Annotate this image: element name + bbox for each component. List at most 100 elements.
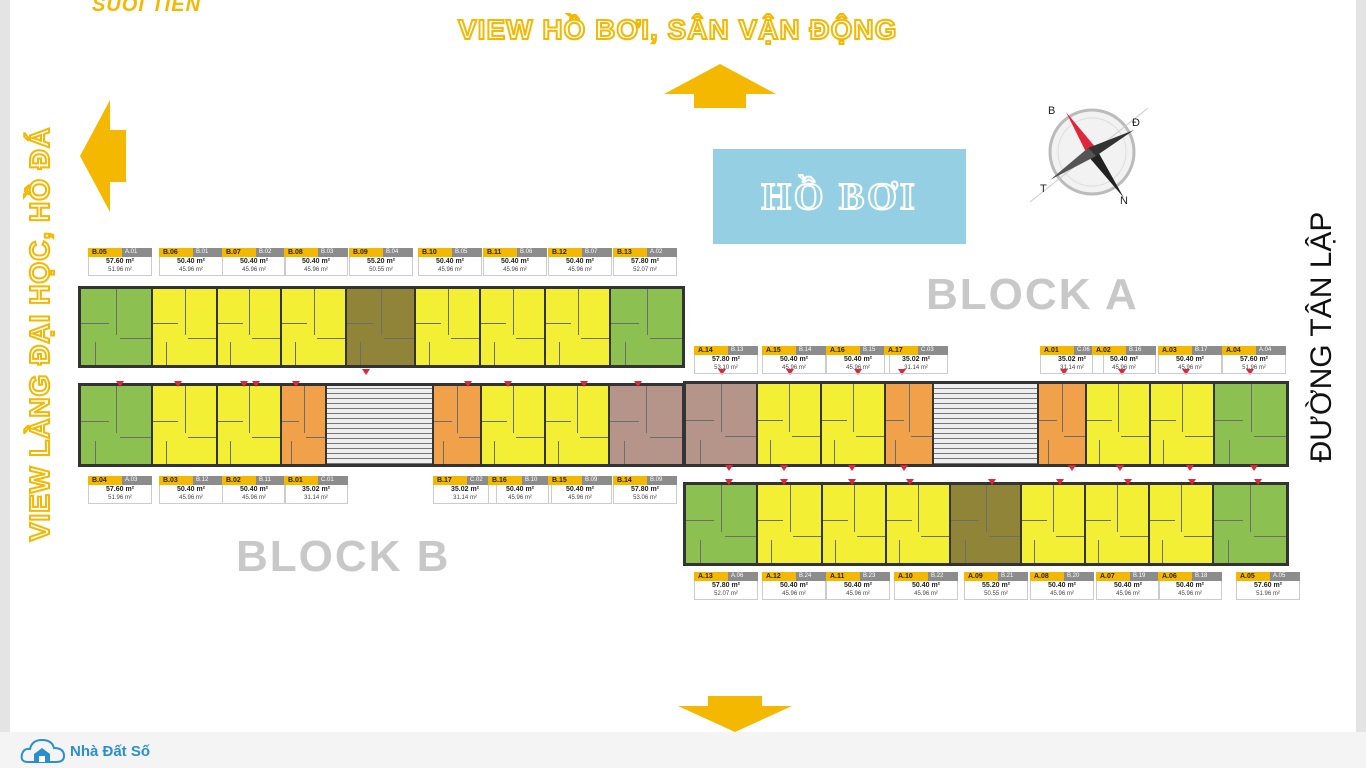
interior-wall (95, 440, 96, 464)
unit-type-code: B.04 (383, 248, 413, 257)
interior-wall (650, 338, 682, 340)
interior-wall (887, 520, 912, 522)
door-marker-icon (464, 381, 472, 387)
unit-block-b-mid-5 (433, 385, 481, 465)
door-marker-icon (1246, 369, 1254, 375)
interior-wall (985, 485, 987, 532)
unit-block-b-top-9 (610, 288, 683, 366)
unit-net-area: 45.96 m² (1030, 590, 1094, 600)
interior-wall (624, 440, 626, 464)
interior-wall (610, 421, 639, 423)
unit-net-area: 45.96 m² (826, 590, 890, 600)
pool-label: HỒ BƠI (760, 175, 918, 219)
interior-wall (792, 436, 820, 437)
interior-wall (249, 386, 250, 433)
unit-block-a-mid-2 (757, 383, 821, 465)
interior-wall (789, 384, 790, 432)
unit-area: 50.40 m² (483, 257, 547, 266)
unit-area: 57.60 m² (1236, 581, 1300, 590)
interior-wall (1120, 535, 1148, 537)
unit-type-code: B.09 (647, 476, 677, 485)
interior-wall (580, 436, 608, 438)
interior-wall (686, 520, 714, 522)
door-marker-icon (718, 369, 726, 375)
unit-type-code: B.17 (1192, 346, 1222, 355)
stair-core-b (326, 385, 433, 465)
brand-name: Nhà Đất Số (70, 742, 151, 760)
unit-type-code: B.06 (517, 248, 547, 257)
interior-wall (558, 342, 560, 365)
interior-wall (1034, 539, 1036, 563)
interior-wall (911, 436, 932, 437)
unit-type-code: B.19 (1130, 572, 1160, 581)
unit-area: 50.40 m² (1030, 581, 1094, 590)
brand-logo: Nhà Đất Số (20, 736, 150, 766)
interior-wall (360, 342, 362, 365)
unit-area: 35.02 m² (884, 355, 948, 364)
door-marker-icon (1186, 465, 1194, 471)
unit-area: 50.40 m² (418, 257, 482, 266)
interior-wall (1253, 535, 1286, 537)
unit-type-code: B.16 (1126, 346, 1156, 355)
unit-code: A.14 (694, 346, 728, 355)
interior-wall (515, 338, 544, 340)
left-edge (0, 0, 10, 768)
unit-area: 57.60 m² (88, 485, 152, 494)
door-marker-icon (1254, 479, 1262, 485)
interior-wall (493, 342, 495, 365)
unit-type-code: C.02 (467, 476, 497, 485)
unit-net-area: 45.96 m² (762, 364, 826, 374)
unit-code: A.03 (1158, 346, 1192, 355)
unit-block-a-bottom-7 (1085, 484, 1149, 564)
interior-wall (625, 342, 627, 365)
unit-block-a-bottom-2 (757, 484, 822, 564)
unit-area: 50.40 m² (159, 257, 223, 266)
road-label: ĐƯỜNG TÂN LẬP (1305, 211, 1338, 463)
unit-area: 57.60 m² (88, 257, 152, 266)
interior-wall (918, 485, 919, 532)
interior-wall (494, 440, 496, 464)
interior-wall (81, 421, 109, 423)
interior-wall (1118, 384, 1119, 432)
interior-wall (546, 323, 572, 325)
interior-wall (187, 436, 216, 438)
arrow-up-icon (664, 64, 776, 108)
interior-wall (1064, 436, 1085, 437)
interior-wall (218, 421, 243, 423)
unit-type-code: B.24 (796, 572, 826, 581)
interior-wall (116, 289, 117, 335)
interior-wall (428, 342, 430, 365)
unit-code: A.13 (694, 572, 728, 581)
interior-wall (303, 386, 305, 433)
interior-wall (546, 421, 571, 423)
unit-area: 35.02 m² (433, 485, 497, 494)
door-marker-icon (1060, 369, 1068, 375)
unit-area: 50.40 m² (159, 485, 223, 494)
unit-code: B.02 (222, 476, 256, 485)
unit-area: 57.80 m² (613, 257, 677, 266)
unit-area: 50.40 m² (826, 581, 890, 590)
unit-type-code: B.11 (256, 476, 286, 485)
unit-block-b-mid-6 (481, 385, 545, 465)
door-marker-icon (906, 479, 914, 485)
unit-net-area: 45.96 m² (548, 494, 612, 504)
interior-wall (187, 338, 216, 340)
interior-wall (459, 436, 480, 438)
unit-type-code: B.20 (1064, 572, 1094, 581)
unit-code: B.12 (548, 248, 582, 257)
interior-wall (580, 338, 609, 340)
unit-area: 35.02 m² (284, 485, 348, 494)
unit-code: A.17 (884, 346, 918, 355)
interior-wall (313, 289, 315, 335)
door-marker-icon (900, 465, 908, 471)
interior-wall (758, 420, 783, 421)
